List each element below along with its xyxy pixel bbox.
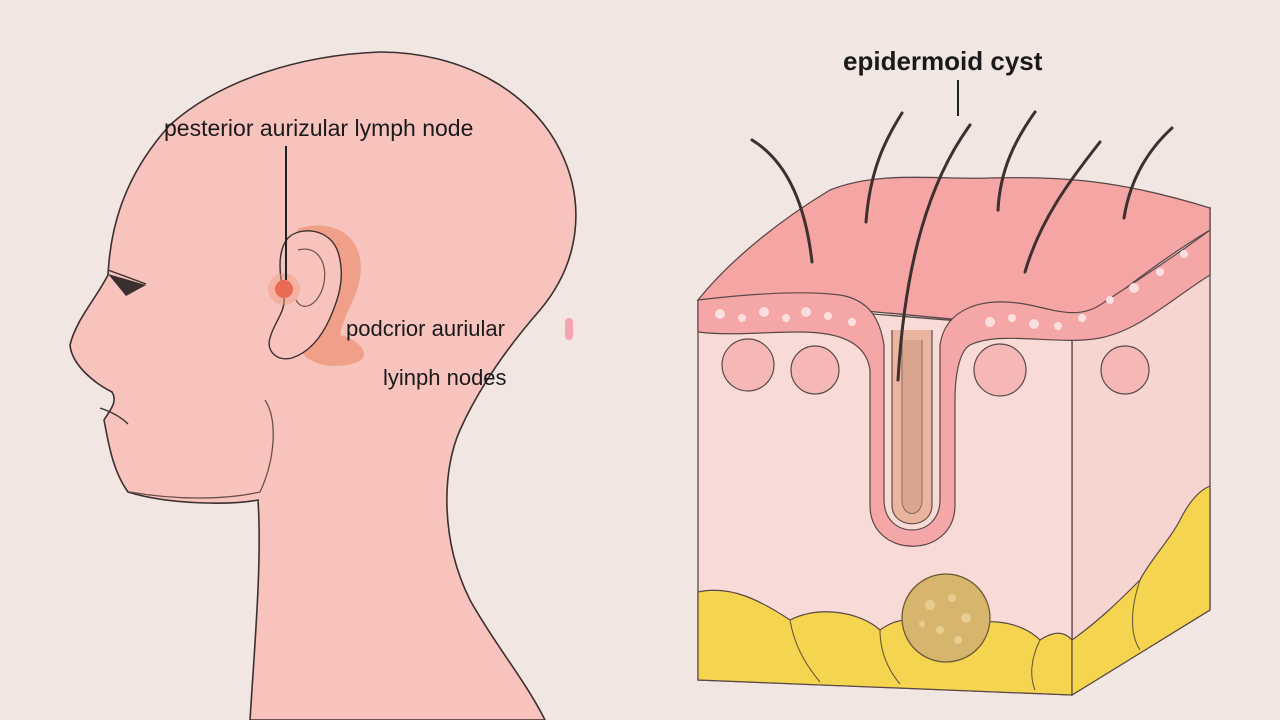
lymph-node-marker [275, 280, 293, 298]
hair-6 [1122, 126, 1174, 220]
fat-layer-side [1071, 485, 1211, 697]
hair-2 [864, 111, 904, 224]
head-profile [69, 51, 577, 720]
follicle-inner [901, 340, 923, 514]
cyst-texture [919, 594, 971, 644]
hair-5 [1023, 140, 1102, 274]
fat-lobule-lines [789, 579, 1141, 691]
skin-block [696, 80, 1211, 697]
pink-tick [565, 318, 573, 340]
hairs [750, 110, 1174, 382]
hair-1 [750, 138, 814, 264]
label-nodes-line-2: lyinph nodes [383, 365, 507, 390]
epidermoid-cyst [901, 573, 991, 663]
epidermis-band [697, 228, 1211, 547]
gland-4 [1100, 345, 1150, 395]
eye [108, 274, 146, 296]
gland-3 [973, 343, 1027, 397]
ear-inner-curve [295, 248, 326, 307]
hair-3 [896, 123, 972, 382]
hair-4 [996, 110, 1037, 212]
mouth [99, 407, 129, 425]
label-nodes-line-1: podcrior auriular [346, 316, 505, 341]
label-epidermoid-cyst: epidermoid cyst [843, 46, 1043, 76]
label-posterior-node: pesterior aurizular lymph node [164, 115, 474, 141]
eyebrow-line [107, 269, 147, 285]
lymph-node-glow [268, 273, 300, 305]
jaw-line [129, 399, 274, 499]
sebaceous-glands [721, 338, 1150, 397]
gland-1 [721, 338, 775, 392]
gland-2 [790, 345, 840, 395]
head-silhouette [69, 51, 577, 720]
epidermis-texture [715, 250, 1188, 330]
